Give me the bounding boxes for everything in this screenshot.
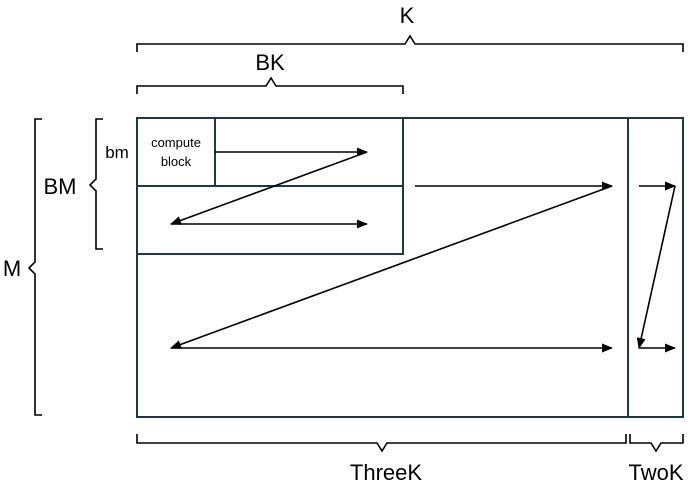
arrow-zigzag-back [169,151,368,225]
bk-brace [136,76,404,94]
arrow-twok-zigzag [636,185,676,350]
bm-upper-brace [88,118,103,250]
threek-label: ThreeK [350,460,422,485]
bm-upper-label: BM [44,174,77,199]
twok-label: TwoK [628,460,683,485]
matrix-outer-rect [136,117,684,418]
bk-label: BK [255,50,285,75]
m-brace [27,118,42,416]
threek-brace [136,434,627,453]
bm-lower-label: bm [105,143,129,162]
compute-block-label-line1: compute [151,135,201,150]
k-label: K [400,3,415,28]
twok-brace [629,434,684,453]
m-label: M [3,256,21,281]
k-brace [136,34,684,52]
compute-block-label-line2: block [161,154,192,169]
arrow-big-zigzag [169,185,613,349]
